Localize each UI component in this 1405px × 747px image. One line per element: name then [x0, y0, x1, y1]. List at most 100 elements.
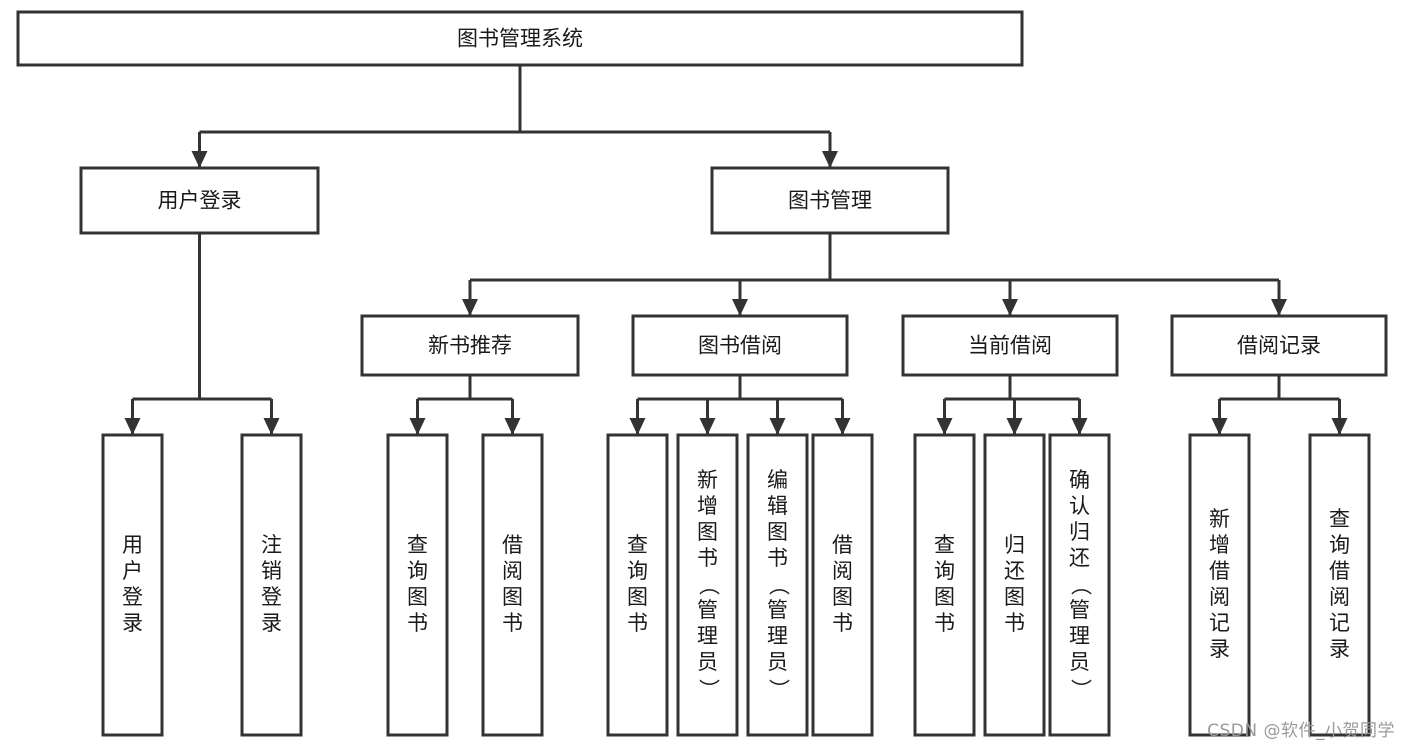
node-label-add-borrow-record-char-0: 新: [1209, 507, 1230, 531]
node-label-query-borrow-record-char-5: 录: [1329, 637, 1350, 661]
node-label-borrow-book-1-char-1: 阅: [502, 559, 523, 583]
node-label-add-borrow-record-char-2: 借: [1209, 559, 1230, 583]
node-label-add-borrow-record-char-1: 增: [1209, 533, 1230, 557]
node-label-user-login: 用户登录: [158, 189, 242, 213]
node-label-borrow-book-1-char-3: 书: [502, 611, 523, 635]
node-label-query-book-3-char-1: 询: [934, 559, 955, 583]
node-label-add-borrow-record-char-4: 记: [1209, 611, 1230, 635]
node-box-add-book-admin: [676, 433, 739, 737]
arrow-head-icon: [191, 151, 208, 168]
node-label-user-login-do-char-1: 户: [122, 559, 143, 583]
arrow-head-icon: [1331, 418, 1348, 435]
node-label-borrow-book-2-char-1: 阅: [832, 559, 853, 583]
node-box-borrow-book-2: [811, 433, 874, 737]
node-label-query-book-1-char-3: 书: [407, 611, 428, 635]
node-label-add-book-admin-char-6: 理: [697, 624, 718, 648]
node-label-root: 图书管理系统: [457, 27, 583, 51]
node-label-confirm-return-admin-char-4: （: [1069, 575, 1093, 596]
node-new-book-recommend[interactable]: 新书推荐: [360, 314, 580, 377]
node-label-user-logout-char-3: 录: [261, 611, 282, 635]
node-label-edit-book-admin-char-2: 图: [767, 520, 788, 544]
node-label-borrow-book-1-char-2: 图: [502, 585, 523, 609]
node-label-query-book-3-char-3: 书: [934, 611, 955, 635]
node-label-add-book-admin-char-1: 增: [697, 494, 718, 518]
node-label-user-login-do-char-3: 录: [122, 611, 143, 635]
connectors-layer: [124, 65, 1348, 435]
node-label-add-book-admin-char-2: 图: [697, 520, 718, 544]
arrow-head-icon: [1002, 299, 1018, 316]
node-label-confirm-return-admin-char-7: 员: [1069, 650, 1090, 674]
node-box-return-book: [983, 433, 1046, 737]
node-label-confirm-return-admin-char-2: 归: [1069, 520, 1090, 544]
node-book-borrow[interactable]: 图书借阅: [631, 314, 849, 377]
node-label-book-manage: 图书管理: [788, 189, 872, 213]
node-label-edit-book-admin-char-6: 理: [767, 624, 788, 648]
node-label-user-logout-char-0: 注: [261, 533, 282, 557]
node-label-edit-book-admin-char-4: （: [767, 575, 791, 596]
node-label-borrow-book-2-char-3: 书: [832, 611, 853, 635]
node-user-login[interactable]: 用户登录: [79, 166, 320, 235]
node-label-confirm-return-admin-char-5: 管: [1069, 598, 1090, 622]
node-borrow-record[interactable]: 借阅记录: [1170, 314, 1388, 377]
arrow-head-icon: [936, 418, 953, 435]
node-current-borrow[interactable]: 当前借阅: [901, 314, 1119, 377]
node-label-edit-book-admin-char-1: 辑: [767, 494, 788, 518]
node-user-login-do[interactable]: 用户登录: [101, 433, 164, 737]
node-label-query-book-1-char-0: 查: [407, 533, 428, 557]
arrow-head-icon: [1211, 418, 1228, 435]
node-label-query-book-3-char-0: 查: [934, 533, 955, 557]
arrow-head-icon: [1271, 299, 1287, 316]
node-box-query-borrow-record: [1308, 433, 1371, 737]
node-label-user-logout-char-1: 销: [261, 559, 282, 583]
arrow-head-icon: [732, 299, 748, 316]
node-label-user-login-do-char-0: 用: [122, 533, 143, 557]
node-label-query-borrow-record-char-4: 记: [1329, 611, 1350, 635]
node-label-add-book-admin-char-3: 书: [697, 546, 718, 570]
node-label-confirm-return-admin-char-0: 确: [1069, 468, 1090, 492]
arrow-head-icon: [504, 418, 521, 435]
node-box-user-logout: [240, 433, 303, 737]
node-label-user-logout-char-2: 登: [261, 585, 282, 609]
arrow-head-icon: [124, 418, 141, 435]
node-box-borrow-book-1: [481, 433, 544, 737]
node-label-edit-book-admin-char-0: 编: [767, 468, 788, 492]
node-box-borrow-record: [1170, 314, 1388, 377]
node-label-query-book-2-char-2: 图: [627, 585, 648, 609]
arrow-head-icon: [699, 418, 716, 435]
node-label-confirm-return-admin-char-8: ）: [1069, 679, 1093, 700]
node-box-query-book-2: [606, 433, 669, 737]
node-box-query-book-3: [913, 433, 976, 737]
node-label-borrow-book-2-char-2: 图: [832, 585, 853, 609]
node-label-add-borrow-record-char-5: 录: [1209, 637, 1230, 661]
node-label-add-book-admin-char-0: 新: [697, 468, 718, 492]
node-label-query-book-2-char-1: 询: [627, 559, 648, 583]
node-label-add-book-admin-char-7: 员: [697, 650, 718, 674]
arrow-head-icon: [769, 418, 786, 435]
node-label-return-book-char-0: 归: [1004, 533, 1025, 557]
node-box-book-manage: [710, 166, 950, 235]
node-label-query-borrow-record-char-2: 借: [1329, 559, 1350, 583]
node-label-edit-book-admin-char-7: 员: [767, 650, 788, 674]
arrow-head-icon: [629, 418, 646, 435]
node-root[interactable]: 图书管理系统: [16, 10, 1024, 67]
node-book-manage[interactable]: 图书管理: [710, 166, 950, 235]
arrow-head-icon: [462, 299, 478, 316]
node-box-current-borrow: [901, 314, 1119, 377]
arrow-head-icon: [834, 418, 851, 435]
node-label-query-book-1-char-2: 图: [407, 585, 428, 609]
arrow-head-icon: [1071, 418, 1088, 435]
node-box-user-login-do: [101, 433, 164, 737]
